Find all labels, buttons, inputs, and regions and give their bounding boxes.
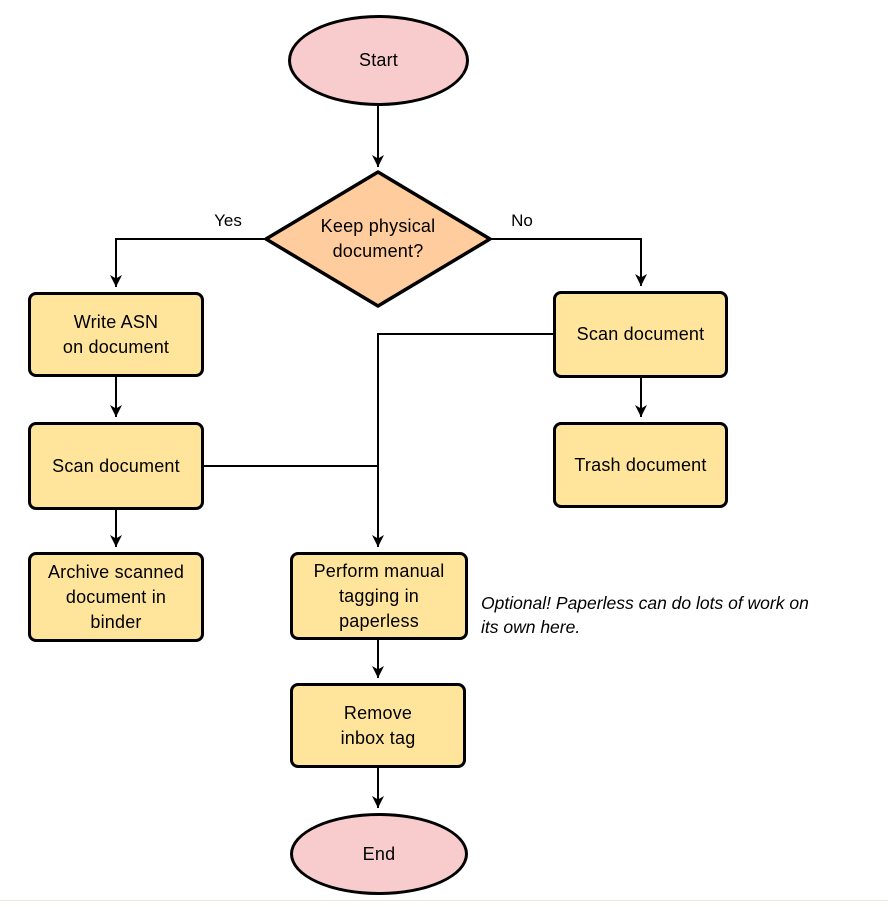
node-perform-label-line3: paperless <box>339 610 419 631</box>
node-write-asn: Write ASN on document <box>28 292 204 377</box>
node-end: End <box>290 813 468 895</box>
node-decision-label-line2: document? <box>332 241 424 261</box>
node-archive-label-line1: Archive scanned <box>47 561 185 582</box>
node-remove-label-line1: Remove <box>343 702 413 723</box>
node-perform-tagging: Perform manual tagging in paperless <box>290 552 468 640</box>
edge-decision-no-to-scan-right <box>490 238 647 286</box>
node-start-label: Start <box>358 50 398 70</box>
annotation-optional-note: Optional! Paperless can do lots of work … <box>481 592 885 639</box>
node-remove-inbox-tag: Remove inbox tag <box>290 683 466 768</box>
edge-scan-right-to-perform <box>372 333 553 547</box>
node-scan-left-label: Scan document <box>52 455 180 476</box>
node-scan-document-left: Scan document <box>28 422 204 510</box>
node-write-asn-label-line1: Write ASN <box>73 311 159 332</box>
node-perform-label-line2: tagging in <box>338 585 420 606</box>
node-archive-binder: Archive scanned document in binder <box>28 552 204 642</box>
node-decision: Keep physical document? <box>276 186 480 292</box>
node-end-label: End <box>362 843 396 864</box>
node-perform-label-line1: Perform manual <box>313 560 445 581</box>
node-archive-label-line2: document in <box>65 586 167 607</box>
decision-diamond-shape <box>264 170 492 308</box>
node-scan-document-right: Scan document <box>553 291 728 378</box>
edge-label-yes: Yes <box>214 211 242 230</box>
page-bottom-divider <box>0 900 888 901</box>
node-scan-right-label: Scan document <box>576 324 705 344</box>
annotation-line2: its own here. <box>481 616 581 637</box>
node-start: Start <box>288 15 469 106</box>
node-decision-label-line1: Keep physical <box>320 216 436 236</box>
annotation-line1: Optional! Paperless can do lots of work … <box>481 593 809 613</box>
node-trash-document: Trash document <box>553 422 728 508</box>
node-remove-label-line2: inbox tag <box>340 727 416 748</box>
node-trash-label: Trash document <box>574 454 707 475</box>
edge-decision-yes-to-write-asn <box>110 238 266 287</box>
node-write-asn-label-line2: on document <box>62 336 170 357</box>
node-archive-label-line3: binder <box>90 611 142 632</box>
edge-label-no: No <box>511 211 533 230</box>
